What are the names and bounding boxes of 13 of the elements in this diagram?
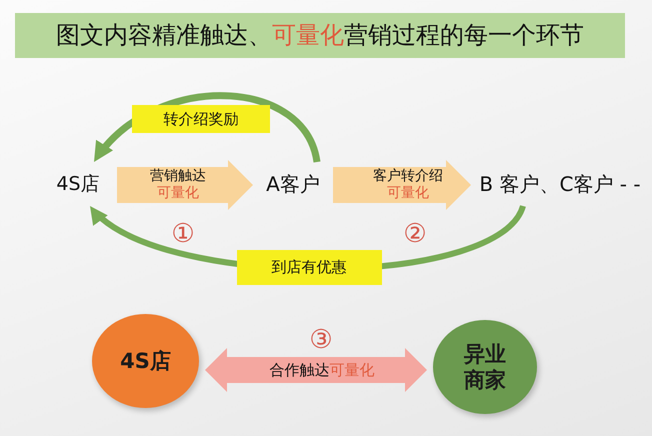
node-label: B 客户、C客户 - - [472,164,648,204]
curved-arrow [91,92,320,164]
double-arrow [205,348,427,392]
node-label: A客户 [254,164,332,204]
step-number: ③ [308,326,334,354]
edge-label: 转介绍奖励 [132,105,270,133]
node-label: 4S店 [40,164,116,204]
circle-node: 异业商家 [433,320,537,414]
title-banner: 图文内容精准触达、可量化营销过程的每一个环节 [15,13,625,58]
step-number: ② [402,220,428,248]
step-number: ① [170,220,196,248]
edge-label: 到店有优惠 [236,250,382,284]
circle-node: 4S店 [92,314,199,408]
